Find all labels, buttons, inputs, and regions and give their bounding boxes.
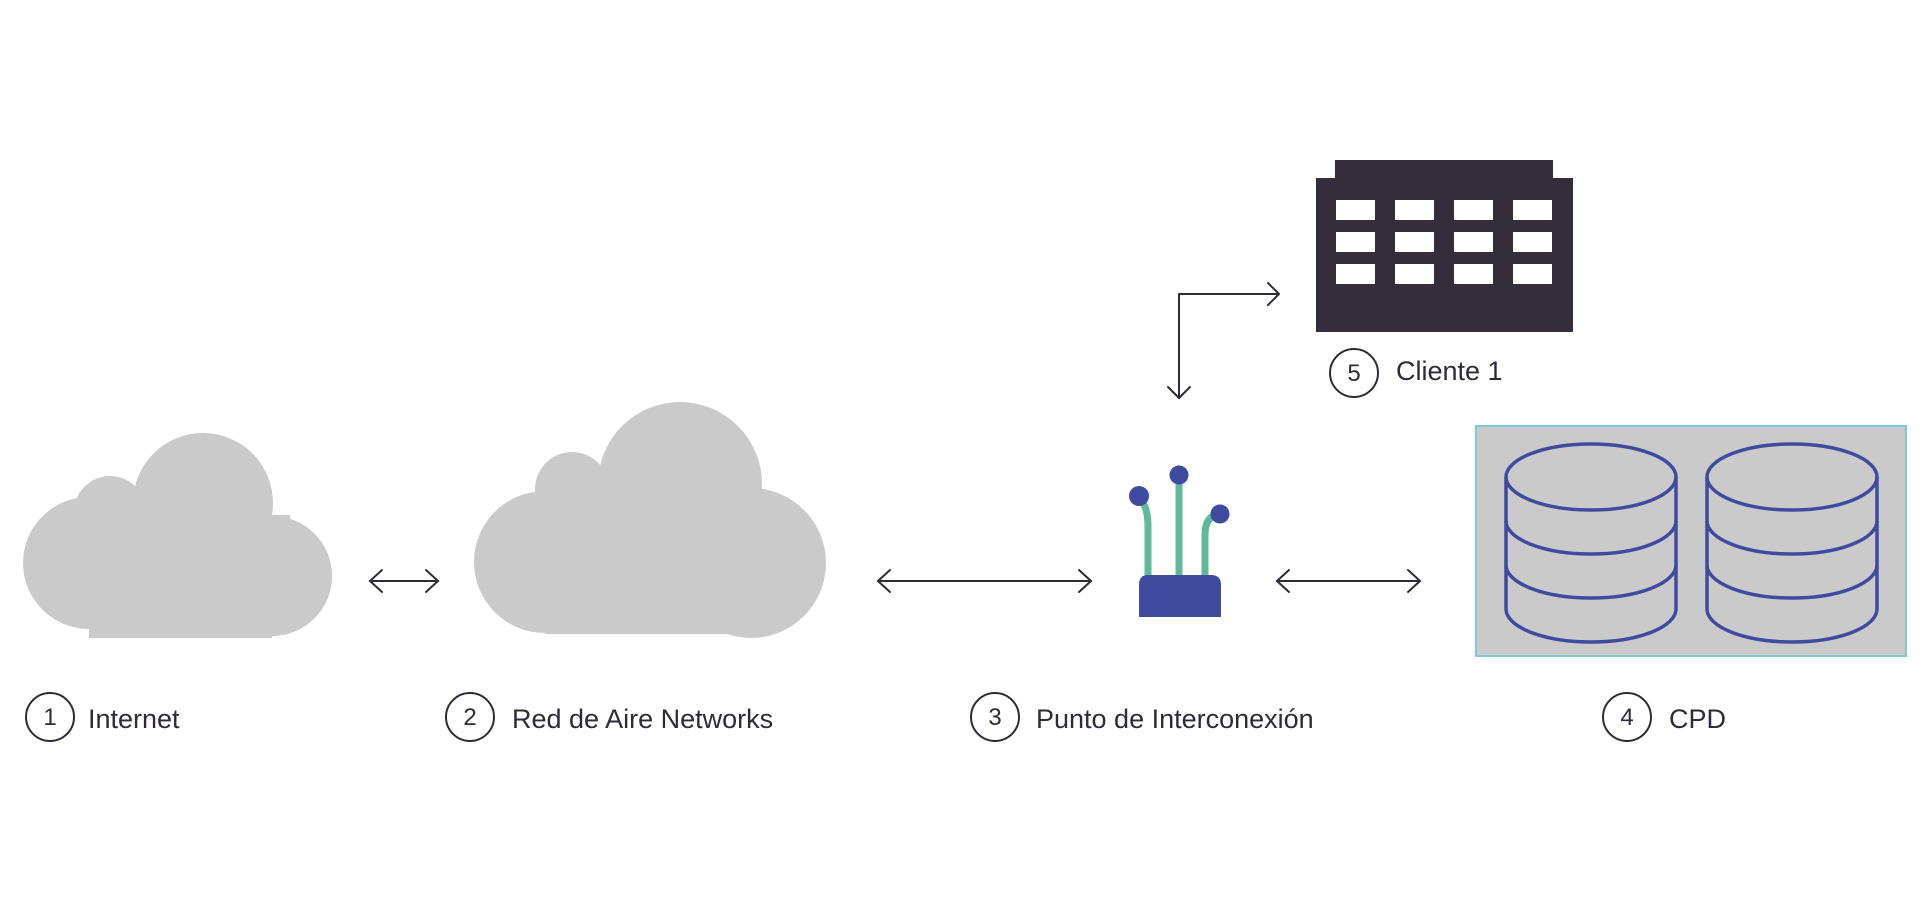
internet-cloud-icon (23, 433, 332, 638)
aire-network-cloud-icon (474, 402, 826, 638)
bidirectional-arrow-icon (368, 569, 440, 593)
label-internet: 1 Internet (25, 692, 180, 742)
label-cpd: 4 CPD (1602, 692, 1726, 742)
number-badge (1602, 692, 1652, 742)
badge-number: 4 (1620, 704, 1633, 731)
badge-number: 1 (43, 704, 56, 731)
node-label: CPD (1669, 704, 1726, 734)
cpd-database-icon (1475, 425, 1907, 657)
elbow-arrow-icon (1167, 282, 1280, 399)
bidirectional-arrow-icon (1275, 569, 1422, 593)
node-label: Cliente 1 (1396, 356, 1503, 386)
badge-number: 5 (1347, 360, 1360, 387)
number-badge (445, 692, 495, 742)
router-icon (1129, 465, 1230, 617)
node-label: Red de Aire Networks (512, 704, 773, 734)
number-badge (1329, 348, 1379, 398)
node-label: Internet (88, 704, 180, 734)
badge-number: 3 (988, 704, 1001, 731)
bidirectional-arrow-icon (876, 569, 1093, 593)
number-badge (25, 692, 75, 742)
badge-number: 2 (463, 704, 476, 731)
number-badge (970, 692, 1020, 742)
label-interconnect: 3 Punto de Interconexión (970, 692, 1314, 742)
office-building-icon (1316, 160, 1573, 332)
label-aire-network: 2 Red de Aire Networks (445, 692, 773, 742)
label-client: 5 Cliente 1 (1329, 348, 1503, 398)
node-label: Punto de Interconexión (1036, 704, 1314, 734)
